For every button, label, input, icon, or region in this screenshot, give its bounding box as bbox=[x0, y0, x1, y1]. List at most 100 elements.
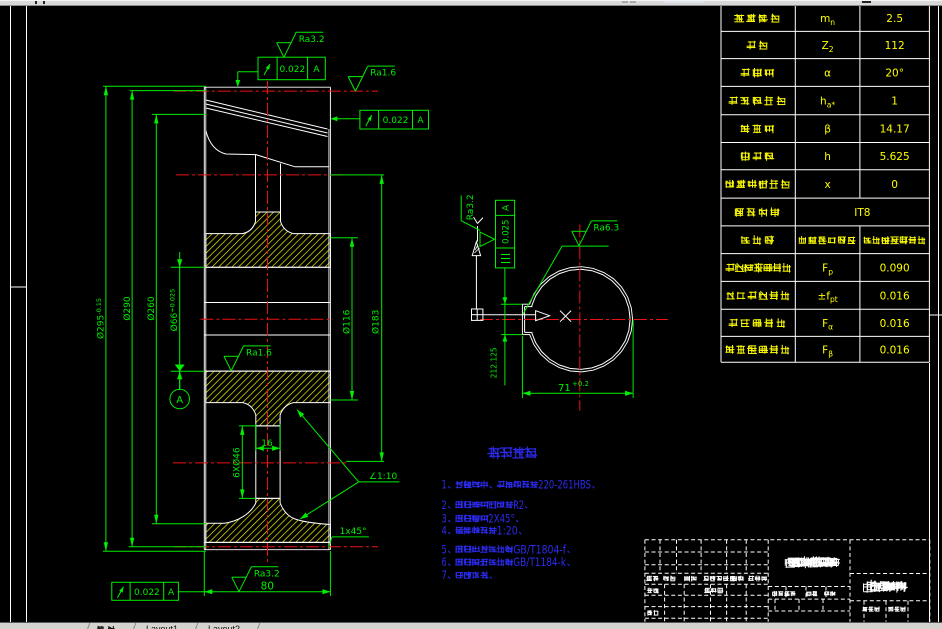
text-label: Ra1.6 bbox=[370, 69, 396, 79]
text-run: 5 bbox=[442, 542, 447, 556]
table-row: Fβ 0.016 bbox=[725, 344, 910, 358]
tech-requirement-item: 3 2X45° bbox=[442, 512, 519, 526]
text-label: Ø116 bbox=[342, 309, 353, 334]
text-label: 0.090 bbox=[880, 263, 910, 275]
text-label: 0.016 bbox=[880, 344, 910, 356]
tab-navigation-buttons[interactable] bbox=[1, 624, 51, 629]
text-label: Ø66+0.025 bbox=[168, 289, 180, 332]
toolbar-remnant bbox=[622, 1, 628, 3]
symmetry-tolerance-frame: 0.025 A bbox=[479, 199, 516, 269]
text-label: 1 bbox=[891, 96, 898, 108]
text-label: 0.016 bbox=[880, 290, 910, 302]
top-edge-tick bbox=[35, 1, 37, 4]
text-label: A bbox=[502, 204, 512, 211]
tab-separator bbox=[256, 623, 261, 629]
top-edge-tick bbox=[43, 1, 45, 4]
keyway-centerlines bbox=[480, 224, 668, 411]
text-label: 6XØ46 bbox=[232, 447, 243, 478]
text-label: IT8 bbox=[854, 207, 870, 219]
table-row: mn 2.5 bbox=[734, 13, 903, 27]
table-row: IT8 bbox=[734, 207, 870, 219]
roughness-rotated: Ra3.2 bbox=[460, 194, 481, 231]
text-run: 1 bbox=[442, 478, 447, 492]
text-label: A bbox=[168, 588, 175, 598]
tab-layout2[interactable]: Layout2 bbox=[208, 624, 241, 629]
tab-separator bbox=[194, 623, 199, 629]
tab-model[interactable] bbox=[96, 624, 126, 629]
table-row: ±fpt 0.016 bbox=[726, 290, 910, 304]
text-label: Ra3.2 bbox=[299, 35, 325, 45]
text-label: mn bbox=[820, 13, 835, 27]
tech-requirement-item: 6 GB/T1184-k bbox=[442, 555, 570, 569]
text-run: 7 bbox=[442, 568, 447, 582]
chamfer-label: 1x45° bbox=[328, 527, 369, 548]
sheet-frame bbox=[10, 5, 942, 622]
text-label: 112 bbox=[885, 40, 905, 52]
table-row bbox=[740, 235, 926, 245]
text-label: Ø183 bbox=[371, 310, 382, 334]
tech-requirement-item: 5 GB/T1804-f bbox=[442, 542, 570, 556]
text-label: Z2 bbox=[822, 40, 834, 54]
text-label: 5.625 bbox=[880, 151, 910, 163]
text-label: Ø290 bbox=[122, 296, 133, 321]
text-label: A bbox=[176, 395, 183, 406]
tab-separator bbox=[86, 623, 91, 629]
table-row: Fp 0.090 bbox=[725, 263, 910, 277]
text-label: Ra3.2 bbox=[466, 194, 476, 220]
text-label: Ø260 bbox=[146, 296, 157, 321]
text-run: 1:20 bbox=[497, 524, 518, 538]
text-run: R2 bbox=[513, 498, 524, 512]
keyway-width-dim: 212.125 bbox=[490, 267, 523, 386]
text-label: Ø295-0.15 bbox=[95, 298, 107, 339]
text-label: Fβ bbox=[822, 344, 833, 358]
center-x-marker bbox=[559, 310, 572, 323]
text-run: 3 bbox=[442, 512, 447, 526]
text-label: A bbox=[313, 65, 320, 75]
table-row: Z2 112 bbox=[746, 40, 905, 54]
text-label: ha* bbox=[820, 96, 835, 110]
text-run: 2X45° bbox=[488, 512, 515, 526]
text-label: A bbox=[417, 116, 424, 126]
toolbar-remnant bbox=[664, 1, 704, 3]
text-label: 212.125 bbox=[490, 347, 499, 378]
text-run: 6 bbox=[442, 555, 447, 569]
text-label: 71 bbox=[558, 383, 571, 394]
tolerance-frame: 0.022 A bbox=[111, 581, 204, 601]
text-label: ±fpt bbox=[817, 290, 837, 304]
tech-requirement-item: 2 R2 bbox=[442, 498, 528, 512]
text-run: GB/T1184-k bbox=[513, 555, 566, 569]
window-top-edge bbox=[0, 0, 942, 6]
text-label: Ra3.2 bbox=[254, 569, 280, 579]
text-label: h bbox=[824, 151, 831, 163]
tab-layout1[interactable]: Layout1 bbox=[146, 624, 179, 629]
top-edge-tick bbox=[862, 1, 871, 3]
text-label: 0.016 bbox=[880, 318, 910, 330]
text-label: +0.2 bbox=[572, 380, 589, 388]
tech-requirement-item: 1 220-261HBS bbox=[442, 478, 595, 492]
text-run: 220-261HBS bbox=[538, 478, 591, 492]
text-label: ∠1:10 bbox=[369, 472, 398, 482]
layout-tab-bar: Layout1 Layout2 bbox=[0, 622, 942, 629]
text-label: 2.5 bbox=[886, 13, 903, 25]
title-block bbox=[644, 539, 931, 628]
text-label: 0.022 bbox=[134, 588, 160, 598]
table-row: ha* 1 bbox=[728, 96, 898, 110]
tab-separator bbox=[132, 623, 137, 629]
text-label: β bbox=[824, 124, 831, 136]
roughness-ra63: Ra6.3 bbox=[522, 220, 619, 315]
text-run: GB/T1804-f bbox=[513, 542, 567, 556]
text-run: 2 bbox=[442, 498, 447, 512]
text-label: 0.025 bbox=[501, 220, 511, 244]
text-label: Ra6.3 bbox=[593, 223, 619, 233]
text-label: Fp bbox=[822, 263, 833, 277]
